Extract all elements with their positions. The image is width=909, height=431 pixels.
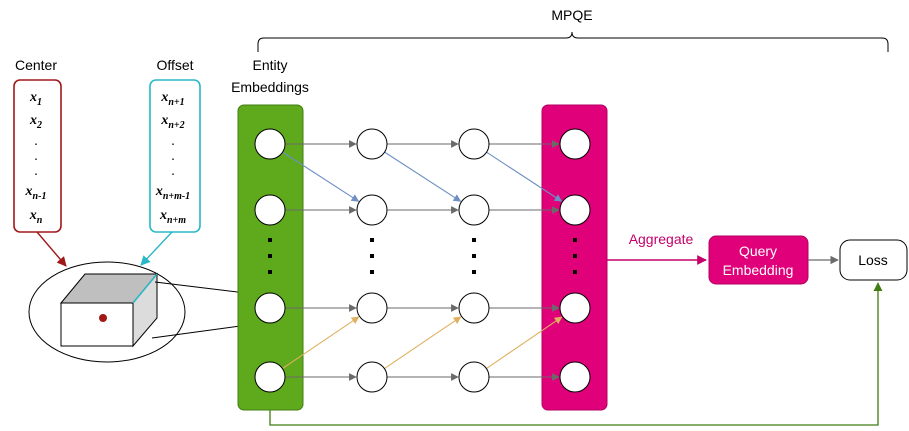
loss-feedback-arrow [269,282,883,426]
center-entry: . [34,149,38,164]
node-grid [254,128,591,393]
offset-entry-base: x [155,184,163,199]
center-entry: . [34,134,38,149]
offset-entry-base: x [160,90,168,105]
downward-edge [486,151,563,202]
embedding-node [458,361,490,393]
center-label: Center [15,57,57,73]
center-entry: xn [29,208,43,226]
center-entry: x1 [29,90,42,108]
embedding-node [458,128,490,160]
offset-entry: . [171,149,175,164]
upward-edge [384,316,462,370]
embedding-node [458,194,490,226]
query-embedding-label-line1: Query [739,243,777,259]
center-entry-base: x [29,113,37,128]
embedding-node [559,292,591,324]
embedding-node [356,292,388,324]
offset-entry: xn+m-1 [155,184,190,202]
aggregate-label: Aggregate [629,231,694,247]
embedding-node [356,361,388,393]
offset-label: Offset [156,57,193,73]
entity-embeddings-label-line2: Embeddings [231,79,309,95]
offset-entry: . [171,134,175,149]
center-entry-base: x [29,90,37,105]
center-entry-subscript: 2 [36,120,42,131]
offset-entry-subscript: n+m-1 [163,191,190,202]
offset-entry: xn+2 [160,113,184,131]
offset-entry: . [171,164,175,179]
offset-entry: xn+m [159,208,186,226]
entity-embeddings-label-line1: Entity [252,57,287,73]
offset-box [149,79,201,233]
embedding-node [559,128,591,160]
embedding-node [559,361,591,393]
offset-entry: xn+1 [160,90,184,108]
loss-label: Loss [858,252,888,268]
upward-edge [282,316,360,370]
embedding-node [559,194,591,226]
offset-entry-base: x [160,113,168,128]
center-entry-subscript: 1 [37,97,42,108]
mpqe-brace [257,31,889,52]
embedding-node [254,292,286,324]
embedding-node [356,128,388,160]
embedding-node [254,194,286,226]
offset-entry-subscript: n+2 [168,120,184,131]
loss-box [839,239,908,281]
offset-to-box-arrow [140,231,173,266]
offset-entry-subscript: n+m [167,215,186,226]
center-entry: . [34,164,38,179]
center-entry-subscript: n-1 [33,191,47,202]
embedding-node [254,128,286,160]
ellipsis-dots [268,238,577,274]
center-to-box-arrow [36,231,67,267]
offset-entry-subscript: n+1 [168,97,184,108]
query-box-3d [59,272,159,348]
embedding-node [356,194,388,226]
query-embedding-label-line2: Embedding [723,262,794,278]
embedding-node [254,361,286,393]
center-entry: x2 [29,113,42,131]
center-entry-base: x [29,208,37,223]
downward-edge [384,151,462,202]
message-passing-edges [282,140,563,381]
center-entry: xn-1 [25,184,47,202]
center-point [99,314,107,322]
mpqe-title: MPQE [551,7,592,23]
offset-entry-base: x [159,208,167,223]
center-entry-subscript: n [37,215,43,226]
upward-edge [486,316,563,369]
center-entry-base: x [25,184,33,199]
embedding-node [458,292,490,324]
offset-vector: xn+1xn+2...xn+m-1xn+m [155,90,190,226]
downward-edge [282,151,360,202]
